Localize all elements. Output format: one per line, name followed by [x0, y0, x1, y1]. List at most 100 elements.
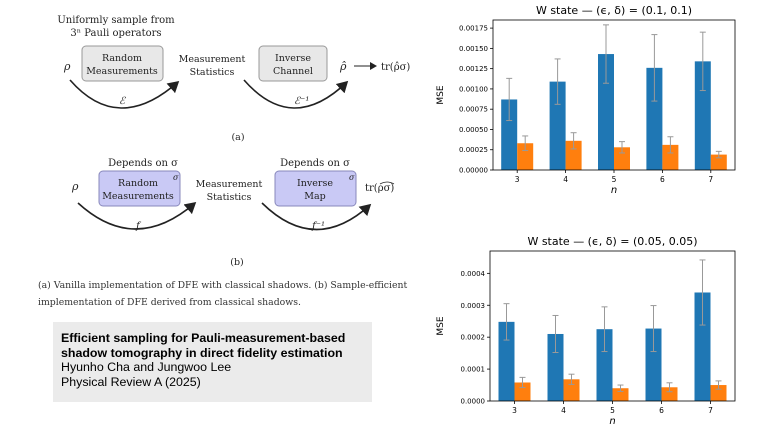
bar: [547, 333, 564, 401]
bar: [694, 292, 711, 401]
x-tick-label: 6: [660, 175, 665, 184]
y-tick-label: 0.00125: [459, 65, 488, 73]
y-tick-label: 0.0004: [461, 270, 486, 278]
y-tick-label: 0.00150: [459, 45, 488, 53]
x-tick-label: 7: [708, 175, 713, 184]
y-axis-label: MSE: [436, 316, 446, 335]
diagram-a-rho-hat: ρ̂: [339, 60, 347, 73]
diagram-a-mid-line2: Statistics: [190, 67, 235, 78]
y-tick-label: 0.0001: [461, 366, 486, 374]
caption-line2: implementation of DFE derived from class…: [38, 297, 301, 308]
bar: [596, 329, 613, 401]
bar: [514, 382, 531, 401]
bar: [598, 54, 614, 170]
diagram-b-arrow2-label: f⁻¹: [311, 221, 325, 232]
bar: [498, 321, 515, 401]
bar: [662, 144, 679, 170]
x-tick-label: 4: [561, 406, 566, 415]
diagram-a-random-measurements-box: [81, 45, 164, 82]
diagram-a-output: tr(ρ̂σ): [381, 62, 410, 73]
diagram-b-output: tr(ρσ): [365, 183, 394, 194]
y-tick-label: 0.0002: [461, 334, 486, 342]
plot-frame: [492, 19, 736, 171]
diagram-b-box2-line1: Inverse: [297, 178, 333, 189]
diagram-a-arrow2-label: ℰ⁻¹: [294, 96, 309, 107]
x-tick-label: 4: [563, 175, 568, 184]
y-tick-label: 0.00075: [459, 106, 488, 114]
diagram-b-box1-line2: Measurements: [102, 191, 174, 202]
caption-line1: (a) Vanilla implementation of DFE with c…: [38, 280, 408, 291]
diagram-a-box1-line2: Measurements: [86, 66, 158, 77]
diagram-a-arrow-encode: [69, 79, 180, 109]
paper-journal: Physical Review A (2025): [61, 374, 201, 389]
plot-frame: [489, 250, 736, 402]
diagram-b-box1-line1: Random: [118, 178, 158, 189]
diagram-b-inverse-map-box: [274, 170, 357, 207]
diagram-b-output-hat: [379, 181, 395, 185]
bar: [612, 388, 629, 401]
diagram-b-arrow1-label: f: [135, 221, 142, 232]
diagram-b-random-measurements-box: [98, 170, 181, 207]
chart-title: W state — (ϵ, δ) = (0.05, 0.05): [527, 235, 697, 248]
diagram-b-arrow-encode: [77, 201, 197, 230]
y-tick-label: 0.00025: [459, 146, 488, 154]
chart-title: W state — (ϵ, δ) = (0.1, 0.1): [536, 4, 692, 17]
figure-caption: (a) Vanilla implementation of DFE with c…: [38, 277, 418, 311]
diagram-a-box2-line2: Channel: [273, 66, 313, 77]
diagram-a-top-note-line2: 3ⁿ Pauli operators: [70, 28, 161, 39]
y-tick-label: 0.00175: [459, 25, 488, 33]
y-tick-label: 0.0000: [461, 398, 486, 406]
diagram-a: Uniformly sample from 3ⁿ Pauli operators…: [57, 15, 410, 143]
diagram-b-box2-line2: Map: [304, 191, 325, 202]
diagram-a-box2-line1: Inverse: [275, 53, 311, 64]
diagram-b-depends-1: Depends on σ: [108, 158, 178, 169]
x-tick-label: 3: [512, 406, 517, 415]
bar: [710, 154, 727, 170]
bar: [563, 379, 580, 401]
diagram-a-sublabel: (a): [231, 132, 244, 143]
diagram-b-sublabel: (b): [230, 257, 244, 268]
diagram-b-rho: ρ: [71, 180, 79, 193]
paper-title-line1: Efficient sampling for Pauli-measurement…: [61, 331, 346, 345]
y-tick-label: 0.00050: [459, 126, 488, 134]
x-tick-label: 3: [515, 175, 520, 184]
diagram-a-mid-line1: Measurement: [179, 54, 246, 65]
y-axis-label: MSE: [436, 85, 446, 104]
bar: [646, 67, 663, 170]
mse-chart-top: W state — (ϵ, δ) = (0.1, 0.1) 0.00000 0.00…: [436, 4, 736, 196]
diagram-a-box1-line1: Random: [102, 53, 142, 64]
bar: [614, 147, 630, 170]
diagram-a-inverse-channel-box: [258, 45, 328, 82]
diagram-b-box2-sigma: σ: [349, 173, 355, 182]
y-tick-label: 0.00100: [459, 85, 488, 93]
bar: [645, 328, 662, 401]
x-tick-label: 7: [708, 406, 713, 415]
bar: [517, 143, 534, 170]
bar: [694, 61, 711, 171]
x-axis-label: n: [609, 416, 615, 427]
bar: [710, 385, 727, 401]
y-tick-label: 0.0003: [461, 302, 486, 310]
diagram-a-arrow1-label: ℰ: [119, 96, 126, 107]
x-tick-label: 5: [610, 406, 615, 415]
paper-title-line2: shadow tomography in direct fidelity est…: [61, 345, 343, 360]
bar: [565, 140, 582, 170]
mse-chart-bottom: W state — (ϵ, δ) = (0.05, 0.05) 0.0000 0.0…: [436, 235, 736, 427]
diagram-a-top-note-line1: Uniformly sample from: [57, 15, 175, 26]
diagram-b-box1-sigma: σ: [173, 173, 179, 182]
x-tick-label: 5: [612, 175, 617, 184]
paper-authors: Hyunho Cha and Jungwoo Lee: [61, 360, 232, 374]
x-tick-label: 6: [659, 406, 664, 415]
diagram-b-depends-2: Depends on σ: [280, 158, 350, 169]
bar: [549, 81, 566, 170]
y-tick-label: 0.00000: [459, 167, 488, 175]
diagram-b-mid-line1: Measurement: [196, 179, 263, 190]
bar: [501, 99, 518, 170]
x-axis-label: n: [611, 185, 617, 196]
diagram-b-arrow-decode: [261, 202, 372, 231]
diagram-a-rho: ρ: [63, 60, 71, 73]
diagram-b-mid-line2: Statistics: [207, 192, 252, 203]
diagram-a-arrow-decode: [243, 79, 349, 109]
reference-box: Efficient sampling for Pauli-measurement…: [53, 322, 372, 402]
bar: [661, 387, 678, 401]
